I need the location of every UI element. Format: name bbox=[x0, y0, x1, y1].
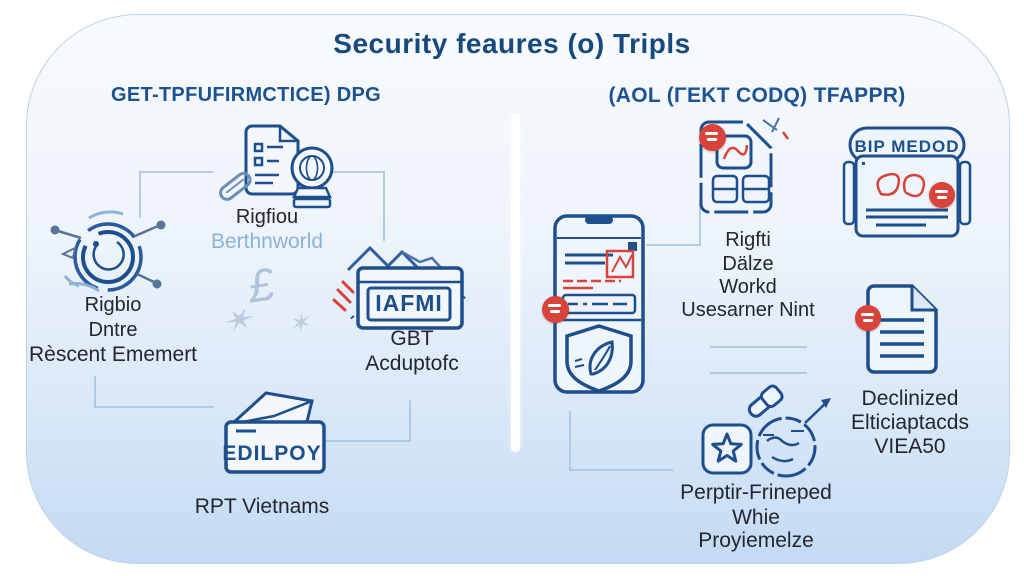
alert-badge bbox=[929, 182, 955, 208]
sim-node-label4: Usesarner Nint bbox=[681, 299, 815, 321]
right-column-header: (AOL (ΓEKT CODQ) TFAPPR) bbox=[608, 84, 906, 107]
network-icon bbox=[45, 200, 180, 295]
connector-line bbox=[139, 171, 213, 173]
connector-line bbox=[139, 171, 141, 218]
reward-node-label3: Proyiemelze bbox=[698, 529, 814, 552]
document-node-label2: Elticiaptacds bbox=[851, 411, 969, 434]
envelope-node-label: RPT Vietnams bbox=[194, 495, 330, 518]
document-node-sublabel: Berthnworld bbox=[210, 230, 324, 253]
network-node-label2: Dntre bbox=[88, 319, 138, 341]
connector-line bbox=[383, 171, 385, 241]
browser-card-header: BIP MEDOD bbox=[854, 137, 960, 156]
rocket-icon bbox=[747, 384, 784, 418]
connector-line bbox=[94, 406, 214, 408]
envelope-badge-text: EDILPOY bbox=[222, 442, 322, 465]
connector-line bbox=[710, 372, 807, 374]
connector-line bbox=[699, 204, 701, 246]
left-column-header: GET-TPFUFIRMCTICE) DPG bbox=[111, 84, 381, 106]
reward-node-label2: Whie bbox=[732, 506, 780, 529]
connector-line bbox=[409, 400, 411, 442]
reward-node-label: Perptir-Frineped bbox=[680, 481, 832, 504]
connector-line bbox=[318, 171, 385, 173]
document-search-icon bbox=[212, 120, 347, 212]
connector-line bbox=[94, 376, 96, 408]
wallet-badge-text: IAFMI bbox=[375, 290, 443, 316]
network-node-label: Rigbio bbox=[84, 294, 142, 316]
wallet-node-label2: Acduptofc bbox=[365, 352, 459, 375]
sim-node-label3: Workd bbox=[719, 276, 777, 298]
connector-line bbox=[710, 346, 807, 348]
reward-icon bbox=[693, 383, 838, 483]
browser-card-icon bbox=[842, 126, 972, 242]
connector-line bbox=[569, 469, 673, 471]
alert-badge bbox=[855, 305, 881, 331]
network-node-label3: Rèscent Ememert bbox=[28, 343, 198, 366]
document-icon bbox=[858, 282, 946, 376]
wallet-icon bbox=[330, 236, 475, 336]
envelope-icon bbox=[218, 386, 338, 476]
alert-badge bbox=[542, 296, 569, 323]
connector-line bbox=[322, 440, 411, 442]
wallet-node-label: GBT bbox=[390, 327, 434, 350]
document-node-label: Declinized bbox=[861, 387, 959, 410]
page-title: Security feaures (o) Tripls bbox=[333, 28, 691, 59]
alert-badge bbox=[699, 124, 726, 151]
sim-node-label2: Dälze bbox=[722, 253, 774, 275]
connector-line bbox=[569, 411, 571, 471]
sim-node-label: Rigfti bbox=[725, 229, 771, 251]
sim-card-icon bbox=[693, 116, 793, 220]
document-node-label3: VIEA50 bbox=[874, 435, 946, 458]
column-divider bbox=[511, 114, 520, 452]
connector-line bbox=[646, 244, 701, 246]
document-node-label: Rigfiou bbox=[235, 206, 299, 228]
